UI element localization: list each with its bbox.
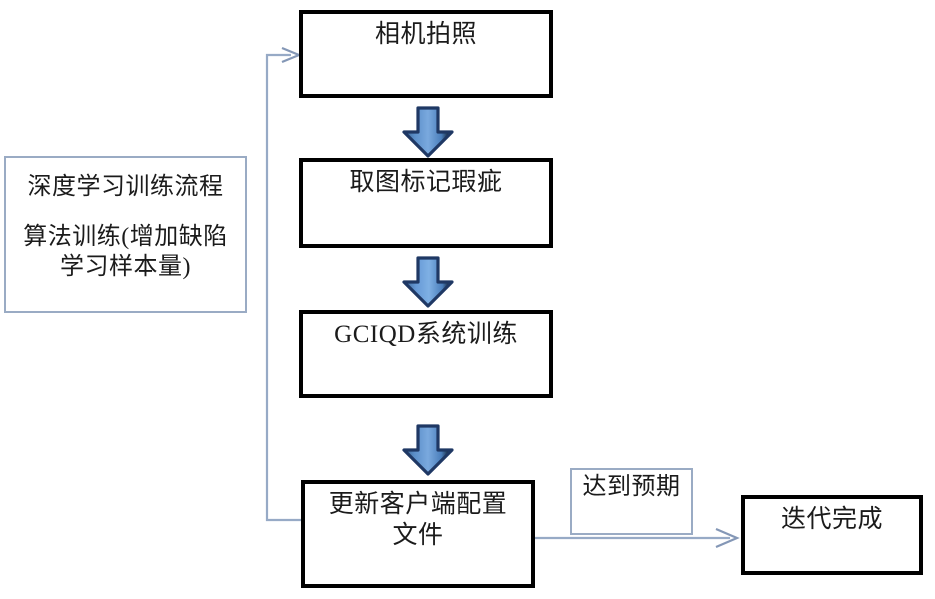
node-mark[interactable]: 取图标记瑕疵 bbox=[299, 158, 553, 248]
node-update[interactable]: 更新客户端配置 文件 bbox=[301, 480, 535, 588]
node-train[interactable]: GCIQD系统训练 bbox=[299, 310, 553, 398]
node-capture-label: 相机拍照 bbox=[374, 21, 477, 48]
node-done[interactable]: 迭代完成 bbox=[741, 495, 923, 575]
block-arrow-down-icon-1 bbox=[402, 106, 454, 158]
node-capture[interactable]: 相机拍照 bbox=[299, 10, 553, 98]
node-train-label: GCIQD系统训练 bbox=[334, 321, 518, 348]
note-deep-learning-process: 深度学习训练流程 算法训练(增加缺陷 学习样本量) bbox=[4, 156, 247, 313]
node-update-label: 更新客户端配置 文件 bbox=[328, 491, 508, 549]
note-body: 算法训练(增加缺陷 学习样本量) bbox=[23, 224, 228, 280]
block-arrow-down-icon-2 bbox=[402, 256, 454, 308]
note-heading: 深度学习训练流程 bbox=[27, 174, 224, 200]
edge-label-expected-result: 达到预期 bbox=[570, 468, 693, 535]
edge-label-text: 达到预期 bbox=[582, 474, 681, 500]
feedback-connector bbox=[265, 46, 302, 522]
node-mark-label: 取图标记瑕疵 bbox=[349, 169, 503, 196]
block-arrow-down-icon-3 bbox=[402, 424, 454, 476]
node-done-label: 迭代完成 bbox=[780, 506, 883, 533]
